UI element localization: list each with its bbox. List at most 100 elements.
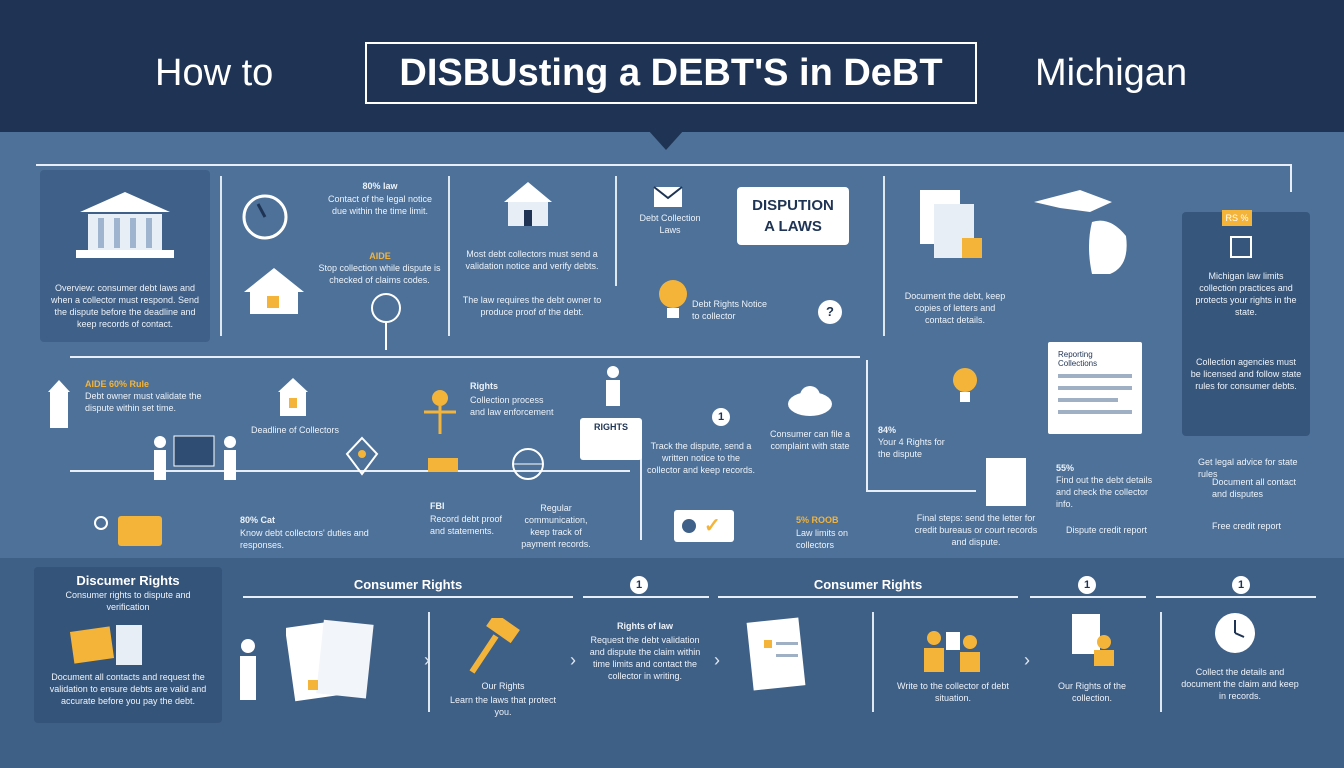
row2-left-text: Debt owner must validate the dispute wit… <box>85 391 202 413</box>
scales-of-justice-icon <box>424 390 456 434</box>
chevron-right-icon: › <box>424 650 430 670</box>
globe-pin-icon <box>371 293 401 350</box>
flow-line-lower <box>70 470 630 472</box>
lightbulb-icon <box>659 280 687 318</box>
report-label: Reporting Collections <box>1058 350 1098 368</box>
panel-subtitle: Consumer rights to dispute and verificat… <box>65 590 191 612</box>
header-bar <box>0 0 1344 132</box>
section-rule <box>1156 596 1316 598</box>
rights-text: Request the debt validation and dispute … <box>589 635 701 681</box>
header-notch <box>648 130 684 150</box>
michigan-text-1: Michigan law limits collection practices… <box>1195 271 1297 317</box>
row3-f-stat: 55% <box>1056 463 1075 473</box>
legend-item-1: Get legal advice for state rules <box>1198 457 1298 479</box>
lightbulb-icon-2 <box>953 368 977 402</box>
person-desk-icon <box>116 625 142 665</box>
clock-text: Collect the details and document the cla… <box>1181 667 1299 701</box>
legend-item-2: Document all contact and disputes <box>1212 477 1297 499</box>
row3-c-text: Regular communication, keep track of pay… <box>521 503 591 549</box>
check-icon: ✓ <box>704 515 721 537</box>
flow-line-mid2 <box>800 356 860 358</box>
courthouse-icon <box>76 192 174 258</box>
row2-house-text: Deadline of Collectors <box>250 425 340 435</box>
checkmark-card: ✓ <box>674 510 734 542</box>
people-icon <box>924 631 980 672</box>
divider <box>615 176 617 286</box>
clock-icon <box>1215 613 1255 653</box>
rights-notice-card: RIGHTS <box>580 418 642 460</box>
section-heading-2: Consumer Rights <box>813 577 923 592</box>
question-icon[interactable]: ? <box>818 300 842 324</box>
row3-d-text: Law limits on collectors <box>796 528 849 550</box>
person-icon <box>240 639 256 700</box>
section-rule <box>718 596 1018 598</box>
documents-icon <box>286 619 374 702</box>
row3-b-stat: FBI <box>430 501 445 511</box>
report-document: Reporting Collections <box>1048 342 1142 434</box>
text-line <box>1058 410 1132 414</box>
header-right-text: Michigan <box>1035 52 1188 94</box>
mail-label: Debt Collection Laws <box>639 213 701 235</box>
bank-note-text-2: The law requires the debt owner to produ… <box>462 295 602 317</box>
header-left-text: How to <box>155 52 274 94</box>
clock-note-stat: 80% law <box>362 181 398 191</box>
step-badge: 1 <box>712 408 730 426</box>
clock-icon <box>242 194 288 240</box>
gavel-title: Our Rights <box>481 681 525 691</box>
envelope-icon <box>653 186 683 207</box>
house-note-stat: AIDE <box>369 251 391 261</box>
page-title: DISBUsting a DEBT'S in DeBT <box>365 42 977 104</box>
divider <box>448 176 450 336</box>
chevron-right-icon: › <box>570 650 576 670</box>
row3-b-text: Record debt proof and statements. <box>430 514 503 536</box>
people-text: Write to the collector of debt situation… <box>897 681 1009 703</box>
gavel-text: Learn the laws that protect you. <box>449 695 557 717</box>
divider <box>872 612 874 712</box>
row3-d-stat: 5% ROOB <box>796 515 839 525</box>
michigan-map-icon <box>1034 190 1127 274</box>
flow-line-vert <box>640 440 642 540</box>
row3-legend-note: Dispute credit report <box>1066 525 1148 535</box>
row2-cloud-text: Consumer can file a complaint with state <box>769 429 851 451</box>
section-rule <box>243 596 573 598</box>
location-pin-icon <box>345 436 379 476</box>
text-line <box>1058 398 1118 402</box>
consumer-rights-panel: Discumer Rights Consumer rights to dispu… <box>34 567 222 723</box>
document-icon <box>986 458 1026 506</box>
dispute-laws-callout: DISPUTION A LAWS <box>737 187 849 245</box>
step-badge: 1 <box>630 576 648 594</box>
bottom-band <box>0 558 1344 768</box>
step-badge: 1 <box>1232 576 1250 594</box>
divider <box>428 612 430 712</box>
section-rule <box>583 596 709 598</box>
envelope-icon <box>69 626 115 664</box>
row3-e-text: Final steps: send the letter for credit … <box>914 513 1038 547</box>
flow-line-right3 <box>866 490 976 492</box>
row2-scale-title: Rights <box>470 381 498 391</box>
panel-title: Discumer Rights <box>76 573 180 588</box>
divider <box>220 176 222 336</box>
cloud-icon <box>788 386 832 416</box>
house-note-text: Stop collection while dispute is checked… <box>318 263 441 285</box>
chevron-right-icon: › <box>714 650 720 670</box>
intro-panel: Overview: consumer debt laws and when a … <box>40 170 210 342</box>
row2-mid-text: Track the dispute, send a written notice… <box>646 441 756 475</box>
documents-icon <box>920 190 982 258</box>
section-heading-1: Consumer Rights <box>353 577 463 592</box>
checklist-icon <box>746 617 806 691</box>
rights-title: Rights of law <box>617 621 673 631</box>
docs-note-text: Document the debt, keep copies of letter… <box>904 291 1006 325</box>
row2-scale-text: Collection process and law enforcement <box>470 395 554 417</box>
gavel-icon <box>469 618 520 674</box>
lock-house-icon <box>278 378 308 416</box>
bulb-label: Debt Rights Notice to collector <box>692 299 768 321</box>
divider <box>883 176 885 336</box>
chevron-right-icon: › <box>1024 650 1030 670</box>
bank-icon <box>504 182 552 226</box>
person-icon <box>606 366 620 406</box>
bank-note-text: Most debt collectors must send a validat… <box>465 249 599 271</box>
report-text: Our Rights of the collection. <box>1057 681 1127 703</box>
flow-line-right <box>1290 164 1292 192</box>
node-dot <box>94 516 108 530</box>
text-line <box>1058 374 1132 378</box>
